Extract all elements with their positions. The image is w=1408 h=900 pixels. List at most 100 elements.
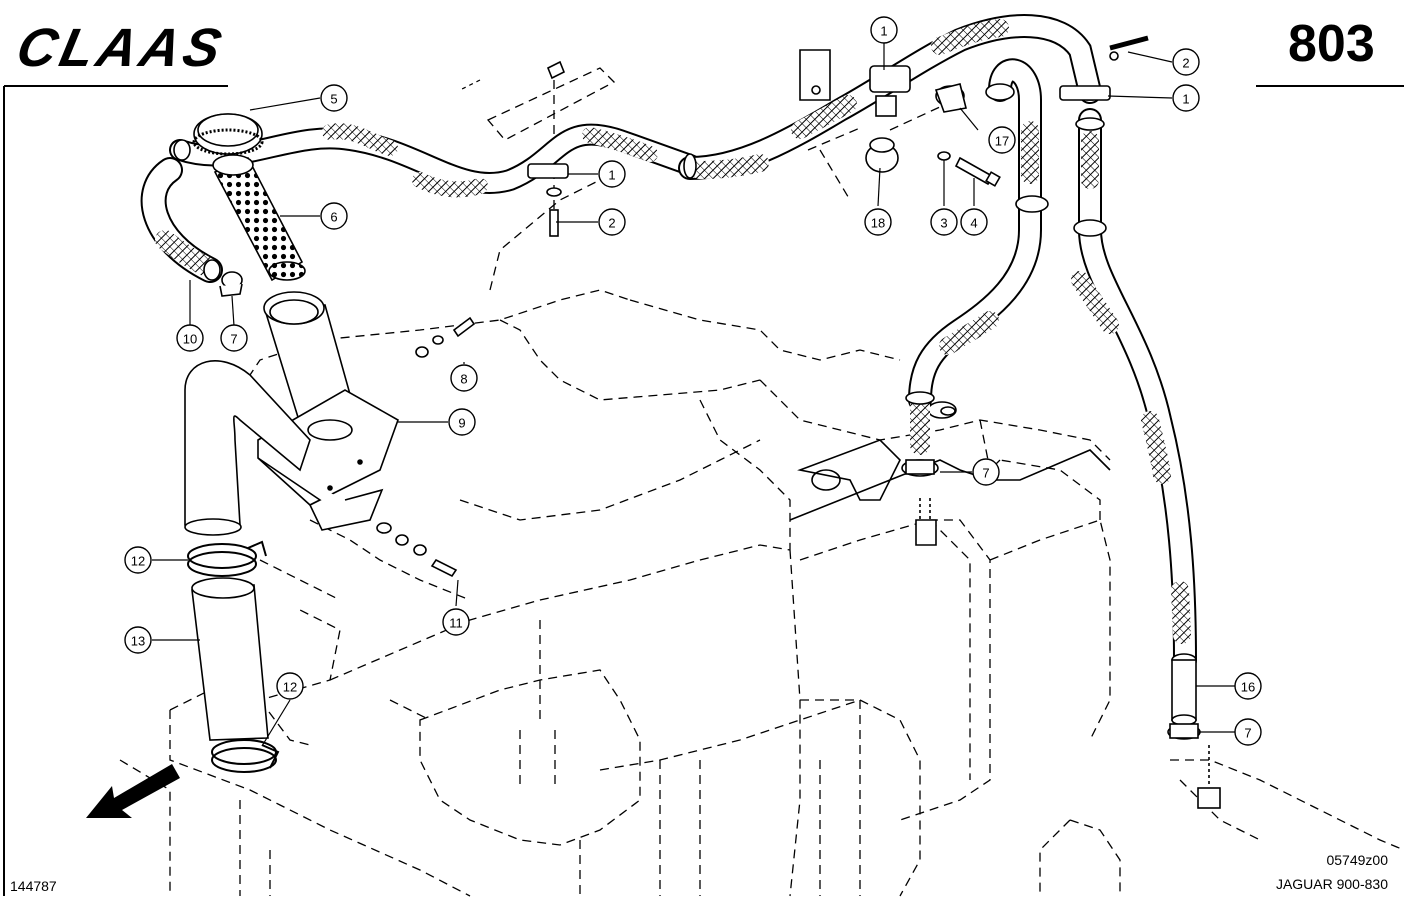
hose-middle-down <box>908 58 1042 455</box>
callout-label: 2 <box>1182 56 1189 71</box>
callout-1: 1 <box>598 160 626 188</box>
p-clip-1-top-right <box>799 49 911 117</box>
callout-label: 7 <box>982 466 989 481</box>
header-rules <box>3 85 1404 896</box>
callout-label: 2 <box>608 216 615 231</box>
callout-circle <box>870 16 898 44</box>
cap-18 <box>865 137 899 173</box>
callout-circle <box>1234 718 1262 746</box>
elbow-pipe <box>184 360 311 536</box>
callout-16: 16 <box>1234 672 1262 700</box>
callout-circle <box>320 84 348 112</box>
callout-circle <box>988 126 1016 154</box>
tank-outline <box>789 401 1111 521</box>
callout-5: 5 <box>320 84 348 112</box>
callout-6: 6 <box>320 202 348 230</box>
callout-13: 13 <box>124 626 152 654</box>
callout-2: 2 <box>598 208 626 236</box>
callout-label: 1 <box>608 168 615 183</box>
hose-right-down <box>1071 108 1197 672</box>
fasteners-8 <box>415 316 476 358</box>
callout-circle <box>598 208 626 236</box>
callout-circle <box>220 324 248 352</box>
callout-circle <box>276 672 304 700</box>
callout-7: 7 <box>220 324 248 352</box>
callout-label: 3 <box>940 216 947 231</box>
callout-circle <box>930 208 958 236</box>
callout-label: 12 <box>283 680 297 695</box>
hose-main-top <box>169 123 701 198</box>
engine-outline-dashed <box>119 67 1405 897</box>
bolt-4 <box>954 156 1001 187</box>
pipe-13 <box>191 577 269 741</box>
hose-clamp-7-right <box>1167 723 1221 809</box>
callout-7: 7 <box>972 458 1000 486</box>
callout-label: 18 <box>871 216 885 231</box>
callout-circle <box>442 608 470 636</box>
callout-11: 11 <box>442 608 470 636</box>
callout-circle <box>864 208 892 236</box>
callout-circle <box>960 208 988 236</box>
clamp-12-lower <box>211 739 280 773</box>
callout-label: 4 <box>970 216 977 231</box>
leader-lines <box>152 42 1236 747</box>
callout-circle <box>124 546 152 574</box>
clamp-12-upper <box>187 540 267 577</box>
callout-18: 18 <box>864 208 892 236</box>
callout-17: 17 <box>988 126 1016 154</box>
callout-circle <box>598 160 626 188</box>
callout-circle <box>1172 84 1200 112</box>
callout-label: 13 <box>131 634 145 649</box>
callout-circle <box>972 458 1000 486</box>
callout-1: 1 <box>870 16 898 44</box>
callout-label: 1 <box>1182 92 1189 107</box>
callout-label: 7 <box>230 332 237 347</box>
callout-circle <box>1234 672 1262 700</box>
callout-label: 12 <box>131 554 145 569</box>
callout-label: 17 <box>995 134 1009 149</box>
callout-label: 1 <box>880 24 887 39</box>
image-code: 05749z00 <box>1326 852 1388 868</box>
callout-8: 8 <box>450 364 478 392</box>
hose-16 <box>1171 659 1197 726</box>
callout-label: 6 <box>330 210 337 225</box>
callout-label: 5 <box>330 92 337 107</box>
callout-label: 8 <box>460 372 467 387</box>
page-number: 803 <box>1288 15 1375 73</box>
grommet-17 <box>934 83 967 113</box>
bracket-9 <box>257 389 399 531</box>
p-clip-1-top-middle <box>527 60 569 237</box>
callout-7: 7 <box>1234 718 1262 746</box>
callout-label: 11 <box>449 616 463 631</box>
callout-circle <box>448 408 476 436</box>
direction-arrow <box>86 764 180 818</box>
callout-label: 9 <box>458 416 465 431</box>
callout-10: 10 <box>176 324 204 352</box>
callout-circle <box>124 626 152 654</box>
callout-9: 9 <box>448 408 476 436</box>
p-clip-1-right <box>1059 35 1149 101</box>
callout-4: 4 <box>960 208 988 236</box>
perforated-filter-6 <box>212 154 306 282</box>
callout-12: 12 <box>124 546 152 574</box>
filter-cap-5 <box>192 113 264 156</box>
callout-circle <box>320 202 348 230</box>
claas-logo: CLAAS <box>11 18 231 78</box>
hose-clamp-7-middle <box>901 459 939 546</box>
fasteners-11 <box>376 522 458 578</box>
callout-circle <box>450 364 478 392</box>
hose-left-10 <box>140 157 223 283</box>
callout-12: 12 <box>276 672 304 700</box>
callout-label: 10 <box>183 332 197 347</box>
callout-1: 1 <box>1172 84 1200 112</box>
callout-label: 16 <box>1241 680 1255 695</box>
callout-2: 2 <box>1172 48 1200 76</box>
callout-circle <box>1172 48 1200 76</box>
drawing-id: 144787 <box>10 878 57 894</box>
callout-label: 7 <box>1244 726 1251 741</box>
washer-3 <box>937 151 951 161</box>
callout-3: 3 <box>930 208 958 236</box>
callout-circle <box>176 324 204 352</box>
